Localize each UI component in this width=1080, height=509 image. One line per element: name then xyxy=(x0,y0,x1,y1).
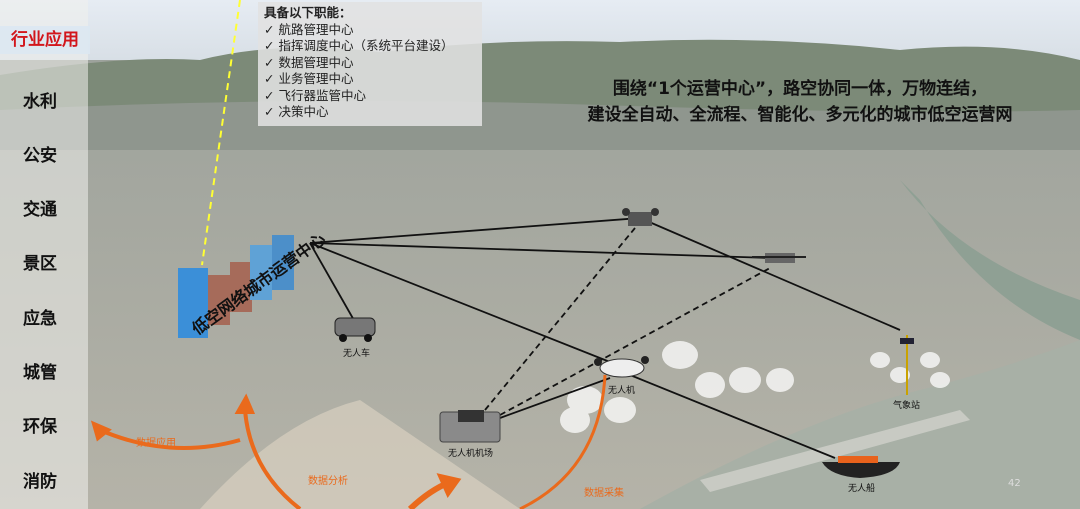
drone-dock-icon xyxy=(439,410,501,443)
data-analyze-label: 数据分析 xyxy=(308,476,348,487)
sidebar-item-environment[interactable]: 环保 xyxy=(23,417,57,437)
function-label: 飞行器监管中心 xyxy=(278,87,366,103)
check-icon: ✓ xyxy=(264,104,275,119)
sidebar-title: 行业应用 xyxy=(0,26,90,54)
data-collect-label: 数据采集 xyxy=(584,488,624,499)
data-apply-label: 数据应用 xyxy=(136,438,176,449)
sidebar-item-fire[interactable]: 消防 xyxy=(23,472,57,492)
function-item: ✓ 航路管理中心 xyxy=(264,22,476,39)
vehicle-label: 无人车 xyxy=(343,349,371,359)
check-icon: ✓ xyxy=(264,87,275,103)
drone-right-icon xyxy=(752,253,806,263)
function-item: ✓ 飞行器监管中心 xyxy=(264,88,476,105)
headline: 围绕“1个运营中心”，路空协同一体，万物连结， 建设全自动、全流程、智能化、多元… xyxy=(520,76,1080,128)
sidebar-item-emergency[interactable]: 应急 xyxy=(23,309,57,329)
oil-tanks xyxy=(560,341,950,433)
function-label: 指挥调度中心（系统平台建设） xyxy=(278,38,454,53)
unmanned-boat-icon xyxy=(822,456,900,478)
connection-lines xyxy=(309,217,901,459)
check-icon: ✓ xyxy=(264,54,275,70)
function-item: ✓ 指挥调度中心（系统平台建设） xyxy=(264,38,476,55)
boat-label: 无人船 xyxy=(848,484,876,494)
weather-station-label: 气象站 xyxy=(893,401,921,411)
operations-center-building xyxy=(178,235,294,338)
sidebar-item-water[interactable]: 水利 xyxy=(23,92,57,112)
function-label: 数据管理中心 xyxy=(278,54,354,70)
panel-heading: 具备以下职能： xyxy=(264,5,352,20)
function-label: 决策中心 xyxy=(278,104,329,119)
industry-sidebar xyxy=(0,0,88,509)
signal-beam xyxy=(201,0,241,266)
drone-main-icon xyxy=(594,356,649,378)
headline-line-2: 建设全自动、全流程、智能化、多元化的城市低空运营网 xyxy=(587,105,1013,125)
check-icon: ✓ xyxy=(264,38,275,53)
data-flow-arrows xyxy=(90,374,607,509)
function-label: 航路管理中心 xyxy=(278,21,354,37)
sidebar-item-traffic[interactable]: 交通 xyxy=(23,200,57,220)
function-label: 业务管理中心 xyxy=(278,71,354,86)
dock-label: 无人机机场 xyxy=(448,449,494,459)
unmanned-vehicle-icon xyxy=(334,317,376,342)
check-icon: ✓ xyxy=(264,71,275,86)
drone-top-icon xyxy=(622,208,659,226)
page-number: 42 xyxy=(1008,478,1021,489)
headline-line-1: 围绕“1个运营中心”，路空协同一体，万物连结， xyxy=(612,79,988,99)
sidebar-item-urban[interactable]: 城管 xyxy=(23,363,57,383)
function-item: ✓ 决策中心 xyxy=(264,104,476,121)
function-item: ✓ 业务管理中心 xyxy=(264,71,476,88)
functions-panel: 具备以下职能： ✓ 航路管理中心 ✓ 指挥调度中心（系统平台建设） ✓ 数据管理… xyxy=(258,2,482,126)
function-item: ✓ 数据管理中心 xyxy=(264,55,476,72)
sidebar-item-scenic[interactable]: 景区 xyxy=(23,254,57,274)
weather-station-icon xyxy=(900,335,914,395)
sidebar-item-police[interactable]: 公安 xyxy=(23,146,57,166)
drone-label: 无人机 xyxy=(608,386,636,396)
check-icon: ✓ xyxy=(264,21,275,37)
